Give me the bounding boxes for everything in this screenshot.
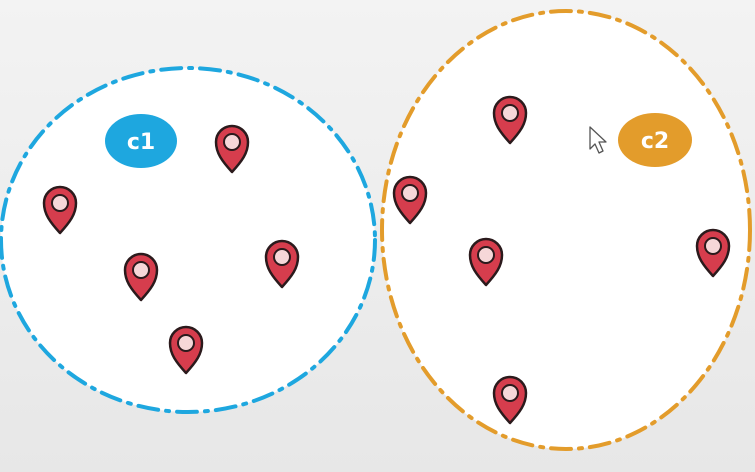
cluster-c1-boundary xyxy=(0,66,377,414)
cluster-c2-boundary xyxy=(380,9,752,451)
cluster-c1-label-text: c1 xyxy=(127,130,155,155)
cluster-c1-label: c1 xyxy=(105,114,177,168)
cluster-c2-label-text: c2 xyxy=(641,129,669,154)
mouse-cursor-icon xyxy=(589,126,607,154)
cluster-c2-label: c2 xyxy=(618,113,692,167)
